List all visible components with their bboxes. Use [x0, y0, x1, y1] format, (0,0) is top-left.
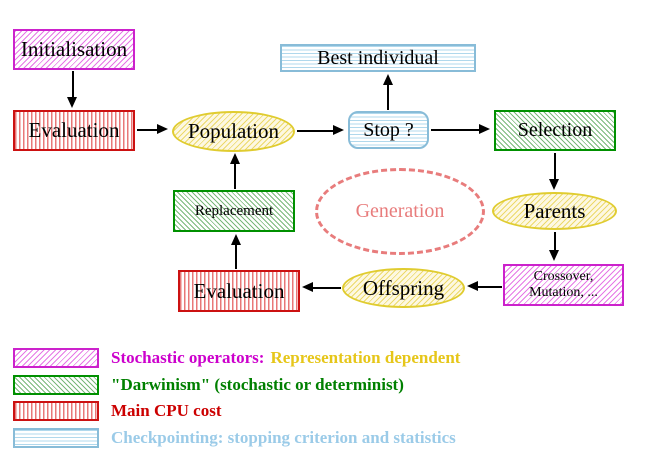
node-stop-condition: Stop ? — [348, 111, 429, 149]
legend-label-checkpointing: Checkpointing: stopping criterion and st… — [111, 428, 456, 447]
legend-row-stochastic-operators: Stochastic operators: Representation depe… — [13, 348, 460, 368]
legend-row-checkpointing: Checkpointing: stopping criterion and st… — [13, 428, 456, 448]
node-best-individual: Best individual — [280, 44, 476, 72]
arrowhead-up-icon — [230, 153, 240, 164]
arrowhead-down-icon — [67, 97, 77, 108]
legend-label-stochastic: Stochastic operators: — [111, 348, 265, 367]
generation-loop-ellipse: Generation — [315, 168, 485, 255]
arrow-line-crossover-to-offspring — [477, 286, 502, 288]
node-selection: Selection — [494, 110, 616, 151]
node-crossover-mutation: Crossover, Mutation, ... — [503, 264, 624, 306]
arrow-line-selection-to-parents — [554, 153, 556, 180]
node-evaluation-bottom: Evaluation — [178, 270, 300, 312]
legend-label-cpu-cost: Main CPU cost — [111, 401, 222, 420]
arrowhead-up-icon — [383, 74, 393, 85]
arrow-line-parents-to-crossover — [554, 232, 556, 251]
arrow-line-population-to-stop — [297, 130, 334, 132]
node-replacement: Replacement — [173, 190, 295, 232]
arrow-line-stop-to-best-individual — [387, 83, 389, 110]
arrow-line-evaluation-to-replacement — [235, 243, 237, 269]
arrowhead-left-icon — [467, 281, 478, 291]
arrowhead-up-icon — [231, 234, 241, 245]
arrowhead-right-icon — [333, 125, 344, 135]
legend-label-representation: Representation dependent — [270, 348, 461, 367]
arrowhead-left-icon — [302, 282, 313, 292]
red-vertical-lines-swatch-icon — [13, 401, 99, 421]
node-offspring: Offspring — [342, 268, 465, 308]
node-population: Population — [172, 111, 295, 152]
arrow-line-evaluation-to-population — [137, 129, 158, 131]
arrow-line-offspring-to-evaluation — [312, 287, 341, 289]
arrow-line-stop-to-selection — [431, 129, 480, 131]
legend-label-darwinism: "Darwinism" (stochastic or determinist) — [111, 375, 404, 394]
arrowhead-right-icon — [479, 124, 490, 134]
node-parents: Parents — [492, 192, 617, 230]
crossover-line1: Crossover, — [533, 268, 594, 284]
cyan-horizontal-lines-swatch-icon — [13, 428, 99, 448]
arrow-line-init-to-evaluation — [72, 71, 74, 98]
arrowhead-right-icon — [157, 124, 168, 134]
legend-row-cpu-cost: Main CPU cost — [13, 401, 221, 421]
legend-label: Stochastic operators: Representation depe… — [111, 348, 460, 368]
arrow-line-replacement-to-population — [234, 162, 236, 189]
arrowhead-down-icon — [549, 250, 559, 261]
arrowhead-down-icon — [549, 179, 559, 190]
green-diagonal-hatch-swatch-icon — [13, 375, 99, 395]
magenta-diagonal-hatch-swatch-icon — [13, 348, 99, 368]
node-evaluation-top: Evaluation — [13, 110, 135, 151]
crossover-line2: Mutation, ... — [529, 285, 598, 300]
legend-row-darwinism: "Darwinism" (stochastic or determinist) — [13, 375, 404, 395]
node-initialisation: Initialisation — [13, 29, 135, 70]
